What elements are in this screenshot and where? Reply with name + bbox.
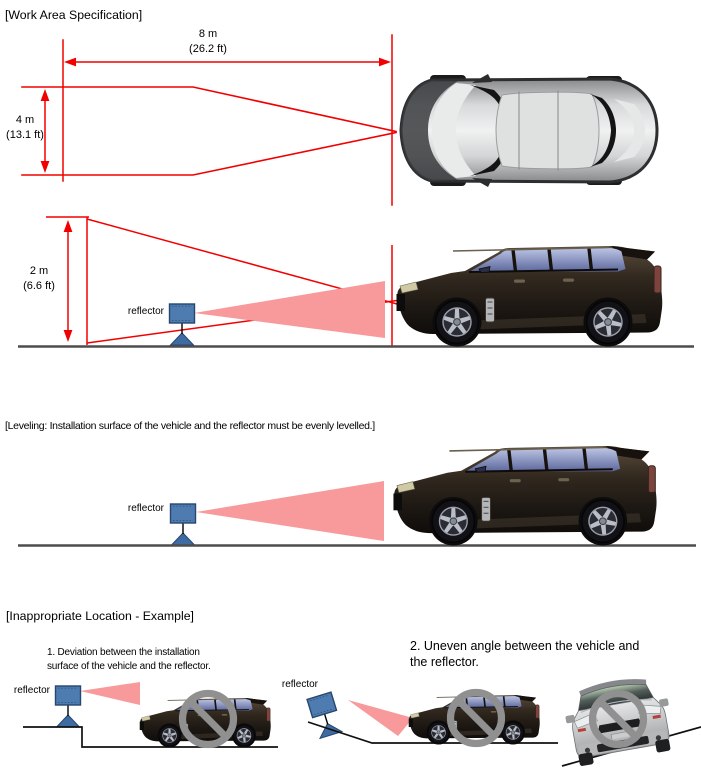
reflector-label-example2: reflector	[281, 679, 318, 690]
inappropriate-location-title: [Inappropriate Location - Example]	[6, 609, 194, 623]
dimension-2m-imperial: (6.6 ft)	[23, 280, 55, 292]
radar-beam	[80, 682, 140, 705]
work-area-outline-top	[21, 86, 397, 176]
example1-caption-line1: 1. Deviation between the installation	[47, 647, 200, 658]
example1-caption-line2: surface of the vehicle and the reflector…	[47, 660, 211, 672]
reflector-icon	[54, 685, 82, 728]
radar-beam	[196, 481, 384, 541]
dimension-arrow-2m	[63, 220, 73, 342]
suv-side-view	[397, 246, 663, 353]
dimension-4m-imperial: (13.1 ft)	[6, 129, 44, 141]
dimension-2m-metric: 2 m	[29, 265, 49, 277]
dimension-4m-metric: 4 m	[15, 114, 35, 126]
reflector-icon	[169, 503, 197, 546]
dimension-8m-imperial: (26.2 ft)	[189, 43, 227, 55]
side-view-work-area	[18, 216, 694, 353]
sedan-top-view	[399, 72, 659, 189]
example1-deviation	[23, 682, 278, 751]
example1-caption: 1. Deviation between the installation su…	[47, 646, 211, 673]
example2-caption-line2: the reflector.	[410, 655, 479, 669]
work-area-title: [Work Area Specification]	[5, 8, 143, 22]
sloped-ground-line	[307, 721, 558, 744]
reflector-label-side-view: reflector	[127, 306, 164, 317]
example2-caption-line1: 2. Uneven angle between the vehicle and	[410, 639, 640, 653]
dimension-arrow-4m	[40, 89, 50, 173]
leveling-diagram	[18, 446, 696, 552]
top-view-work-area	[21, 34, 659, 206]
leveling-title: [Leveling: Installation surface of the v…	[5, 420, 375, 432]
reflector-label-leveling: reflector	[127, 503, 164, 514]
stepped-ground-line	[23, 726, 278, 748]
radar-beam	[194, 281, 385, 338]
dimension-label-4m: 4 m (13.1 ft)	[0, 113, 50, 143]
reflector-icon	[168, 303, 196, 346]
suv-side-view	[393, 446, 656, 552]
dimension-label-2m: 2 m (6.6 ft)	[12, 264, 66, 294]
dimension-arrow-8m	[64, 57, 391, 67]
dimension-8m-metric: 8 m	[198, 28, 218, 40]
example2-uneven-angle	[306, 671, 701, 768]
example2-caption: 2. Uneven angle between the vehicle and …	[410, 638, 639, 670]
reflector-label-example1: reflector	[13, 685, 50, 696]
radar-beam	[348, 700, 413, 736]
dimension-label-8m: 8 m (26.2 ft)	[168, 27, 248, 57]
